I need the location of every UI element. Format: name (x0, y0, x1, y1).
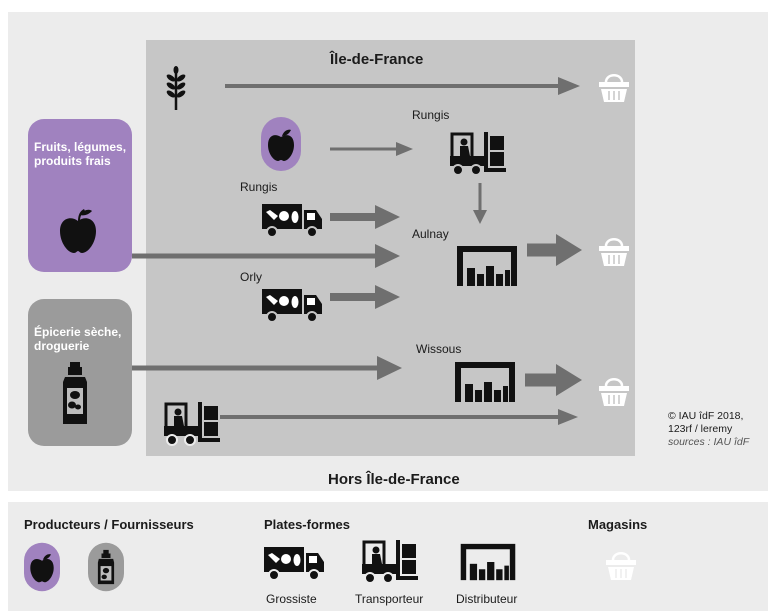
place-label-rungis-carrier: Rungis (412, 108, 450, 122)
place-label-rungis-wholesale: Rungis (240, 180, 278, 194)
place-label-wissous: Wissous (416, 342, 462, 356)
truck-icon-orly (262, 289, 322, 323)
wheat-icon (166, 66, 186, 110)
legend-warehouse-icon (460, 543, 516, 581)
legend-label-transporteur: Transporteur (355, 592, 424, 606)
legend-title-stores: Magasins (588, 517, 648, 532)
legend-truck-icon (264, 547, 324, 581)
legend-label-distributeur: Distributeur (456, 592, 518, 606)
legend-fruit-producer-icon (24, 542, 60, 592)
legend-forklift-icon (362, 540, 418, 584)
basket-icon-1 (599, 74, 629, 102)
bottle-icon (63, 362, 87, 424)
legend-basket-icon (606, 552, 636, 580)
basket-icon-2 (599, 238, 629, 266)
credit-line-3: sources : IAU îdF (668, 436, 750, 448)
forklift-icon-rungis (450, 132, 506, 176)
producer-label-fruits: Fruits, légumes, produits frais (34, 140, 127, 168)
apple-icon (60, 209, 96, 253)
producer-label-epicerie: Épicerie sèche, droguerie (34, 325, 122, 353)
place-label-orly: Orly (240, 270, 262, 284)
place-label-aulnay: Aulnay (412, 227, 449, 241)
fruit-producer-local-icon (261, 117, 301, 171)
legend-title-platforms: Plates-formes (264, 517, 350, 532)
region-label-ile-de-france: Île-de-France (330, 51, 424, 68)
warehouse-icon-aulnay (457, 246, 517, 286)
legend-panel (8, 502, 768, 611)
region-label-hors-ile-de-france: Hors Île-de-France (328, 471, 460, 488)
legend-label-grossiste: Grossiste (266, 592, 317, 606)
legend-title-producers: Producteurs / Fournisseurs (24, 517, 194, 532)
warehouse-icon-wissous (455, 362, 515, 402)
credit-line-1: © IAU îdF 2018, (668, 410, 744, 422)
truck-icon-rungis (262, 204, 322, 238)
forklift-icon-outer (164, 402, 220, 446)
credit-line-2: 123rf / leremy (668, 423, 733, 435)
legend-epicerie-producer-icon (88, 542, 124, 592)
basket-icon-3 (599, 378, 629, 406)
